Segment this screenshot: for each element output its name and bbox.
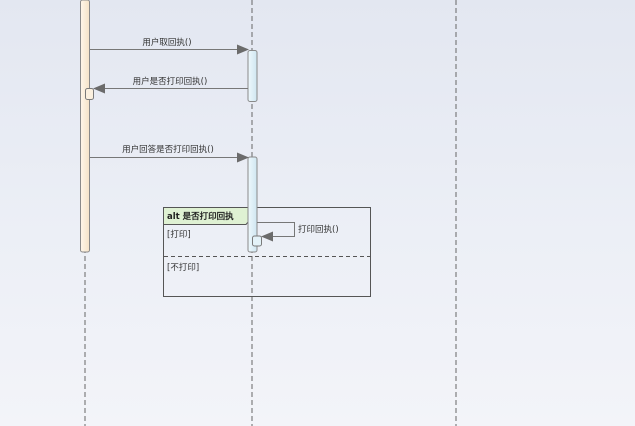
alt-title: alt 是否打印回执: [167, 211, 234, 222]
message-3[interactable]: 用户回答是否打印回执(): [90, 144, 249, 163]
activation-system-1[interactable]: [247, 50, 258, 102]
activation-system-nested[interactable]: [252, 235, 262, 247]
message-4-self[interactable]: 打印回执(): [257, 222, 339, 242]
activation-user[interactable]: [80, 0, 90, 253]
message-2-label: 用户是否打印回执(): [133, 76, 208, 87]
message-2[interactable]: 用户是否打印回执(): [93, 76, 248, 94]
message-4-label: 打印回执(): [298, 224, 339, 235]
guard-no-print: [不打印]: [167, 262, 199, 273]
activation-system-2[interactable]: [247, 156, 258, 253]
guard-print: [打印]: [167, 229, 191, 240]
alt-frame: alt 是否打印回执 [打印] [不打印]: [163, 207, 371, 297]
message-3-label: 用户回答是否打印回执(): [122, 144, 214, 155]
activation-user-nested[interactable]: [85, 88, 94, 100]
message-1-label: 用户取回执(): [142, 37, 191, 48]
message-1[interactable]: 用户取回执(): [90, 37, 249, 55]
